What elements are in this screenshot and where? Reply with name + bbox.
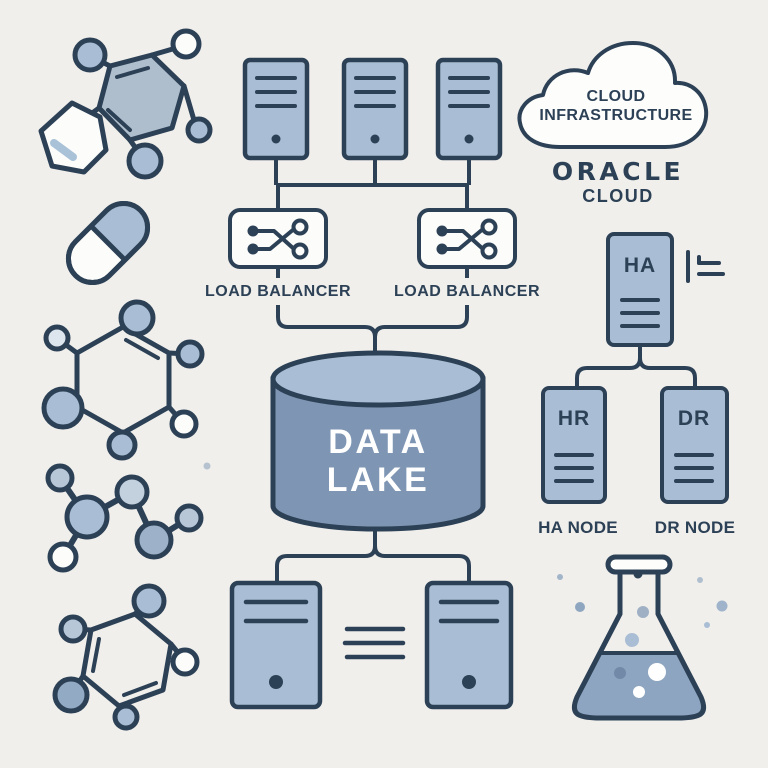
equals-icon	[342, 626, 406, 660]
database-cylinder-icon: DATA LAKE	[270, 350, 486, 532]
chain-molecule-icon	[45, 463, 204, 573]
load-balancer-right-label: LOAD BALANCER	[394, 283, 540, 300]
list-icon	[686, 250, 725, 283]
cloud-icon: CLOUD INFRASTRUCTURE	[517, 41, 709, 149]
dr-node-label: DR	[678, 407, 710, 430]
load-balancer-icon	[436, 218, 498, 260]
ha-primary-node: HA	[606, 232, 674, 347]
load-balancer-left-label: LOAD BALANCER	[205, 283, 351, 300]
server-icon	[242, 57, 310, 161]
load-balancer-left	[228, 208, 328, 269]
hr-node: HR	[541, 386, 607, 504]
scatter-dots	[203, 462, 728, 628]
cloud-title-line1: CLOUD	[587, 88, 646, 105]
cloud-title-line2: INFRASTRUCTURE	[539, 107, 692, 124]
server-icon	[424, 580, 514, 710]
load-balancer-icon	[247, 218, 309, 260]
data-lake-line1: DATA	[328, 423, 427, 461]
ha-node-label: HA	[624, 254, 656, 277]
dr-node-caption: DR NODE	[655, 518, 736, 537]
flask-icon	[571, 554, 707, 721]
load-balancer-right	[417, 208, 517, 269]
hexagon-molecule-icon	[41, 299, 205, 461]
server-rack-top	[242, 57, 503, 161]
capsule-pill-icon	[65, 200, 151, 286]
server-rack-bottom	[229, 580, 514, 710]
oracle-brand-sub: CLOUD	[582, 186, 654, 206]
ring-molecule-icon	[52, 583, 200, 731]
hr-node-label: HR	[558, 407, 590, 430]
hr-node-caption: HA NODE	[538, 518, 618, 537]
server-icon	[435, 57, 503, 161]
oracle-logo: ORACLE CLOUD	[552, 157, 684, 206]
data-lake-line2: LAKE	[327, 461, 430, 499]
server-icon	[341, 57, 409, 161]
benzene-molecule-icon	[38, 28, 213, 180]
oracle-brand-text: ORACLE	[552, 157, 684, 186]
server-icon	[229, 580, 323, 710]
dr-node: DR	[660, 386, 729, 504]
